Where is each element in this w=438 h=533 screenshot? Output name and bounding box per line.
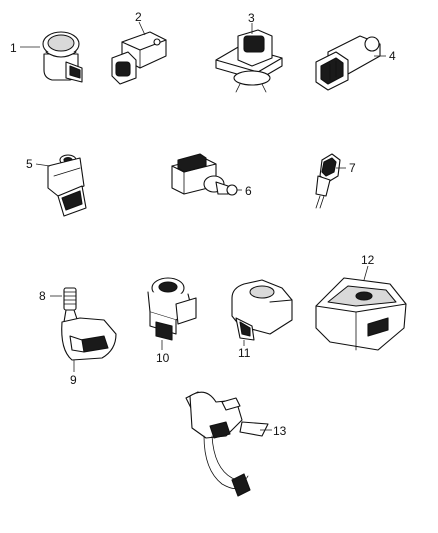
part-4-label: 4	[389, 49, 396, 63]
part-2-label: 2	[135, 10, 142, 24]
part-8-9-tpms-drawing	[61, 287, 117, 361]
part-5-label: 5	[26, 157, 33, 171]
part-13-label: 13	[273, 424, 287, 438]
part-9-label: 9	[70, 373, 77, 387]
part-5-sensor-drawing	[47, 154, 87, 217]
part-12-module-drawing	[315, 277, 407, 351]
part-3-label: 3	[248, 11, 255, 25]
part-11-label: 11	[238, 346, 251, 360]
part-11-sensor-drawing	[231, 279, 293, 341]
part-10-sensor-drawing	[147, 277, 197, 341]
part-4-sensor-drawing	[315, 35, 381, 91]
part-7-label: 7	[349, 161, 356, 175]
part-1-label: 1	[10, 41, 17, 55]
part-3-switch-drawing	[215, 29, 283, 93]
part-1-sensor-drawing	[42, 31, 83, 83]
part-12-leader	[363, 265, 369, 281]
part-12-label: 12	[361, 253, 375, 267]
part-10-label: 10	[156, 351, 170, 365]
part-13-harness-drawing	[185, 391, 269, 497]
part-6-switch-drawing	[171, 153, 238, 196]
part-5-leader	[35, 163, 51, 167]
part-2-sensor-drawing	[111, 31, 167, 85]
part-7-sensor-drawing	[315, 153, 341, 209]
part-2-leader	[138, 21, 146, 36]
part-8-label: 8	[39, 289, 46, 303]
part-6-label: 6	[245, 184, 252, 198]
